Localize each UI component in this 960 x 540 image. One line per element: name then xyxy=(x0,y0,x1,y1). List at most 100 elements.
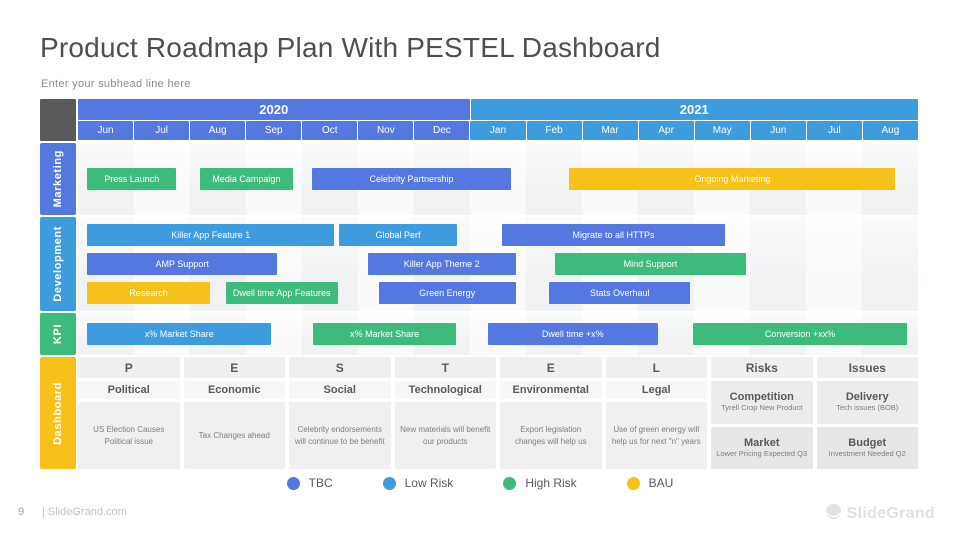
row-label-marketing-text: Marketing xyxy=(52,150,64,208)
month-header-may-2021: May xyxy=(694,121,750,140)
pestel-letter: E xyxy=(500,357,602,378)
gantt-bar: x% Market Share xyxy=(313,323,456,345)
gantt-bar: Research xyxy=(87,282,210,304)
brand-logo-text: SlideGrand xyxy=(846,505,935,522)
brand-logo: SlideGrand xyxy=(825,503,935,525)
gantt-bar: Conversion +xx% xyxy=(692,323,908,345)
footer-site-link[interactable]: | SlideGrand.com xyxy=(42,506,127,518)
pestel-body-text: New materials will benefit our products xyxy=(394,402,496,469)
legend-label: High Risk xyxy=(525,476,577,490)
dashboard-column-header: Issues xyxy=(816,357,918,378)
month-header-aug-2021: Aug xyxy=(862,121,918,140)
month-header-jul-2021: Jul xyxy=(806,121,862,140)
gantt-bar: Press Launch xyxy=(87,168,177,190)
month-header-aug-2020: Aug xyxy=(190,121,246,140)
month-header-sep-2020: Sep xyxy=(246,121,302,140)
pestel-name: Legal xyxy=(605,381,707,399)
dashboard-cell-text: Tech issues (BOB) xyxy=(836,403,899,413)
slidegrand-logo-icon xyxy=(825,503,842,525)
gantt-bar: Media Campaign xyxy=(199,168,294,190)
legend-dot-icon xyxy=(626,476,640,490)
gantt-bar: Global Perf xyxy=(339,224,457,246)
year-header-2020: 2020 xyxy=(78,99,470,120)
month-header-dec-2020: Dec xyxy=(414,121,470,140)
legend-label: Low Risk xyxy=(404,476,454,490)
pestel-letter: S xyxy=(289,357,391,378)
pestel-body-text: Use of green energy will help us for nex… xyxy=(605,402,707,469)
pestel-name: Technological xyxy=(394,381,496,399)
month-header-feb-2021: Feb xyxy=(526,121,582,140)
gantt-bar: Migrate to all HTTPs xyxy=(502,224,725,246)
pestel-name: Environmental xyxy=(500,381,602,399)
month-header-apr-2021: Apr xyxy=(638,121,694,140)
row-label-kpi: KPI xyxy=(40,313,76,355)
dashboard-cell-text: Lower Pricing Expected Q3 xyxy=(716,448,808,458)
legend-dot-icon xyxy=(382,476,396,490)
gantt-area-marketing: Press Launch Media Campaign Celebrity Part… xyxy=(78,143,918,215)
month-header-jun-2021: Jun xyxy=(750,121,806,140)
gantt-bar: Killer App Theme 2 xyxy=(367,253,516,275)
row-label-dashboard-text: Dashboard xyxy=(52,381,64,445)
legend-item-high-risk: High Risk xyxy=(503,476,577,490)
row-label-kpi-text: KPI xyxy=(52,323,64,345)
table-corner-cell xyxy=(40,99,76,141)
dashboard-cell-title: Competition xyxy=(729,391,794,404)
month-header-mar-2021: Mar xyxy=(582,121,638,140)
row-label-development-text: Development xyxy=(52,226,64,302)
legend-label: TBC xyxy=(308,476,333,490)
row-label-development: Development xyxy=(40,217,76,311)
pestel-body-text: Celebrity endorsements will continue to … xyxy=(289,402,391,469)
gantt-bar: Dwell time +x% xyxy=(487,323,658,345)
pestel-body-text: Export legislation changes will help us xyxy=(500,402,602,469)
gantt-bar: Celebrity Partnership xyxy=(312,168,511,190)
pestel-body-text: US Election Causes Political issue xyxy=(78,402,180,469)
gantt-bar: Mind Support xyxy=(555,253,746,275)
page-subhead: Enter your subhead line here xyxy=(41,78,191,90)
month-header-jan-2021: Jan xyxy=(470,121,526,140)
gantt-bar: Stats Overhaul xyxy=(549,282,691,304)
pestel-name: Social xyxy=(289,381,391,399)
month-header-jun-2020: Jun xyxy=(78,121,134,140)
row-marketing: Marketing Press Launch Media Campaign Celeb… xyxy=(40,143,918,215)
gantt-bar: Dwell time App Features xyxy=(225,282,338,304)
page-number: 9 xyxy=(18,506,25,518)
month-header-oct-2020: Oct xyxy=(302,121,358,140)
dashboard-cell-text: Investment Needed Q2 xyxy=(828,448,906,458)
row-label-marketing: Marketing xyxy=(40,143,76,215)
month-header-nov-2020: Nov xyxy=(358,121,414,140)
month-header-jul-2020: Jul xyxy=(134,121,190,140)
legend-dot-icon xyxy=(286,476,300,490)
page-title: Product Roadmap Plan With PESTEL Dashboa… xyxy=(40,32,661,63)
year-header-2021: 2021 xyxy=(470,99,918,120)
dashboard-cell-text: Tyrell Crop New Product xyxy=(721,403,803,413)
dashboard-cell-title: Market xyxy=(744,436,780,449)
row-label-dashboard: Dashboard xyxy=(40,357,76,469)
dashboard-cell-title: Delivery xyxy=(845,391,889,404)
legend-item-tbc: TBC xyxy=(286,476,333,490)
legend-dot-icon xyxy=(503,476,517,490)
gantt-bar: Killer App Feature 1 xyxy=(87,224,335,246)
pestel-name: Economic xyxy=(183,381,285,399)
